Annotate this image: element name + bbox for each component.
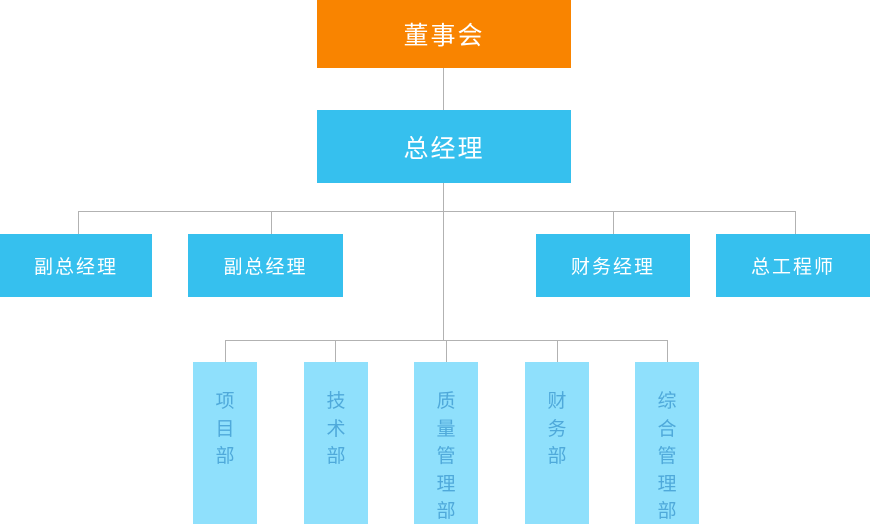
department-technology-label: 技术部	[326, 391, 346, 468]
node-chief-engineer[interactable]: 总工程师	[716, 234, 870, 297]
connector-level3-bus	[78, 211, 796, 212]
node-department-finance[interactable]: 财务部	[525, 362, 589, 524]
node-department-quality-management[interactable]: 质量管理部	[414, 362, 478, 524]
connector-gm-stem	[443, 183, 444, 211]
department-general-administration-label: 综合管理部	[657, 391, 677, 523]
node-deputy-general-manager-2[interactable]: 副总经理	[188, 234, 343, 297]
node-department-general-administration[interactable]: 综合管理部	[635, 362, 699, 524]
connector-board-to-gm	[443, 68, 444, 110]
department-finance-label: 财务部	[547, 391, 567, 468]
connector-drop-dept-finance	[557, 340, 558, 362]
connector-drop-dept-tech	[335, 340, 336, 362]
connector-drop-fin-mgr	[613, 211, 614, 234]
node-finance-manager[interactable]: 财务经理	[536, 234, 690, 297]
node-department-project[interactable]: 项目部	[193, 362, 257, 524]
department-project-label: 项目部	[215, 391, 235, 468]
node-department-technology[interactable]: 技术部	[304, 362, 368, 524]
connector-drop-dept-admin	[667, 340, 668, 362]
connector-drop-dgm1	[78, 211, 79, 234]
connector-drop-dept-quality	[446, 340, 447, 362]
node-deputy-general-manager-1[interactable]: 副总经理	[0, 234, 152, 297]
department-quality-management-label: 质量管理部	[436, 391, 456, 523]
connector-drop-dept-project	[225, 340, 226, 362]
connector-gm-spine-to-departments	[443, 211, 444, 340]
node-general-manager[interactable]: 总经理	[317, 110, 571, 183]
connector-drop-chief-eng	[795, 211, 796, 234]
node-board[interactable]: 董事会	[317, 0, 571, 68]
connector-drop-dgm2	[271, 211, 272, 234]
